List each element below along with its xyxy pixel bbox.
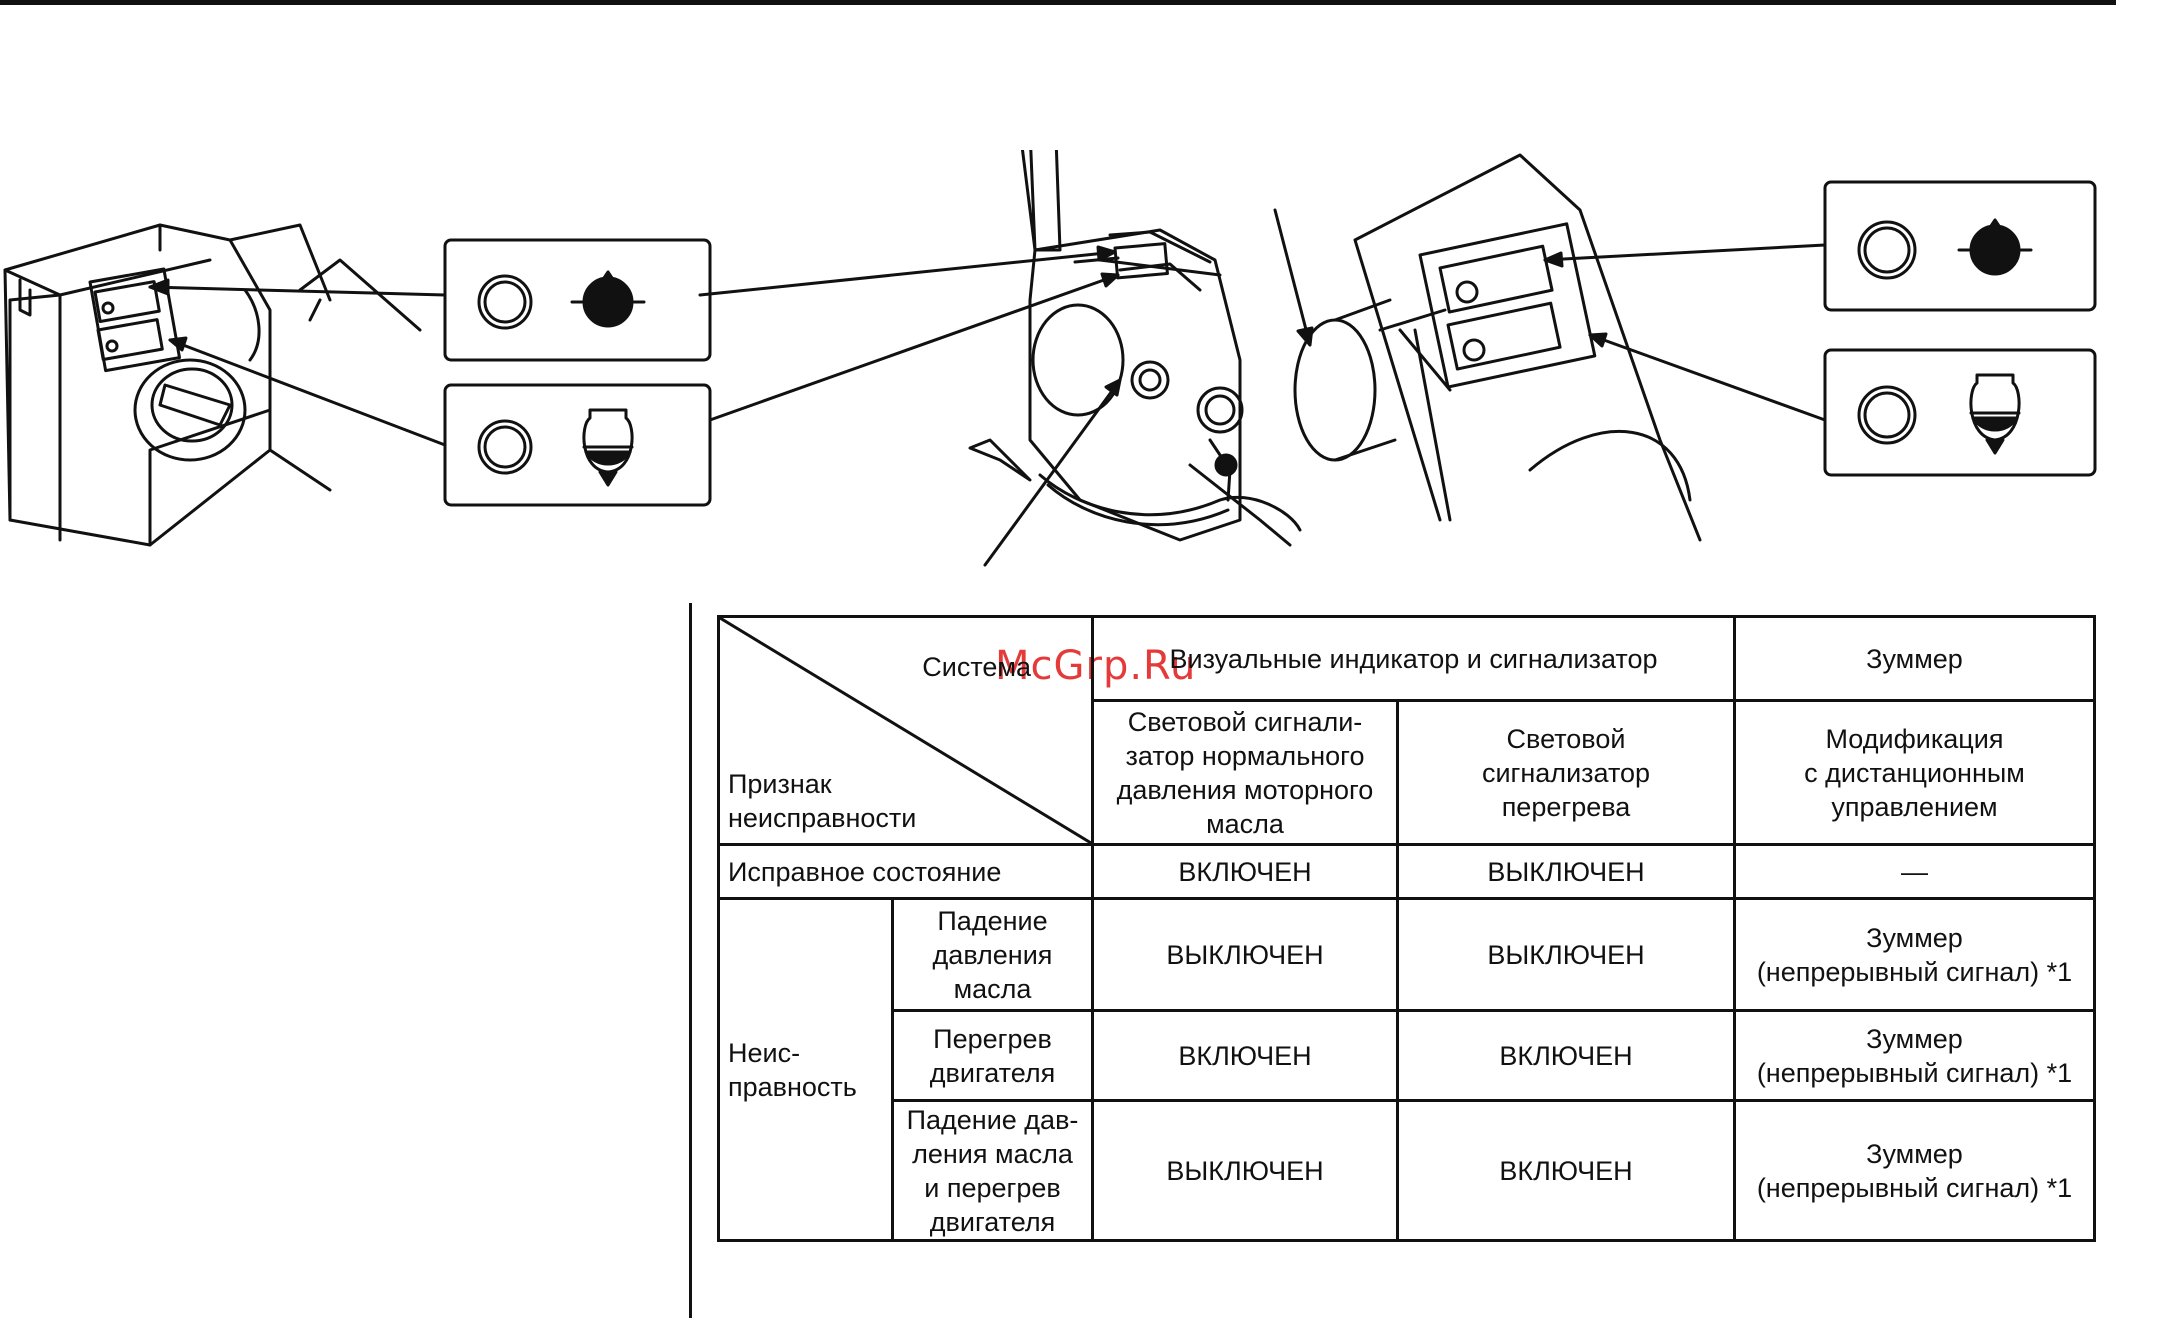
normal-label: Исправное состояние	[717, 843, 1094, 900]
system-label: Система	[922, 652, 1031, 682]
fault-overheat-oil: ВКЛЮЧЕН	[1091, 1009, 1399, 1102]
fault-oil-pressure-overheat: ВЫКЛЮЧЕН	[1396, 897, 1736, 1012]
indicator-illustration	[3, 150, 2097, 567]
normal-row: Исправное состояние ВКЛЮЧЕН ВЫКЛЮЧЕН —	[717, 843, 2096, 900]
diagonal-header-cell: Система Признак неисправности	[717, 615, 1094, 846]
fault-both-overheat: ВКЛЮЧЕН	[1396, 1099, 1736, 1242]
console-panel-drawing	[1273, 153, 1702, 542]
fault-row-overheat: Перегрев двигателя ВКЛЮЧЕН ВКЛЮЧЕН Зумме…	[719, 1009, 2096, 1102]
fault-row-oil-pressure: Неис- правность Падение давления масла В…	[717, 897, 2096, 1242]
warning-status-table: Система Признак неисправности Визуальные…	[717, 615, 2096, 1242]
oil-lamp-header: Световой сигнали- затор нормального давл…	[1091, 699, 1399, 846]
header-row-2: Световой сигнали- затор нормального давл…	[719, 699, 2096, 846]
overheat-lamp-header: Световой сигнализатор перегрева	[1396, 699, 1736, 846]
remote-header: Модификация с дистанционным управлением	[1733, 699, 2096, 846]
visual-indicator-header: Визуальные индикатор и сигнализатор	[1091, 615, 1736, 702]
tiller-panel-drawing	[3, 223, 422, 547]
normal-oil: ВКЛЮЧЕН	[1091, 843, 1399, 900]
column-divider	[689, 603, 692, 1318]
fault-both-buzzer: Зуммер (непрерывный сигнал) *1	[1733, 1099, 2096, 1242]
normal-buzzer: —	[1733, 843, 2096, 900]
fault-oil-pressure-buzzer: Зуммер (непрерывный сигнал) *1	[1733, 897, 2096, 1012]
fault-label-both: Падение дав- ления масла и перегрев двиг…	[891, 1099, 1094, 1242]
fault-label: Неис- правность	[717, 897, 894, 1242]
top-rule	[0, 0, 2116, 5]
fault-overheat-buzzer: Зуммер (непрерывный сигнал) *1	[1733, 1009, 2096, 1102]
fault-label-overheat: Перегрев двигателя	[891, 1009, 1094, 1102]
right-callout-boxes	[1543, 180, 2097, 477]
fault-row-both: Падение дав- ления масла и перегрев двиг…	[719, 1099, 2096, 1242]
fault-label-oil-pressure: Падение давления масла	[891, 897, 1094, 1012]
normal-overheat: ВЫКЛЮЧЕН	[1396, 843, 1736, 900]
fault-oil-pressure-oil: ВЫКЛЮЧЕН	[1091, 897, 1399, 1012]
fault-both-oil: ВЫКЛЮЧЕН	[1091, 1099, 1399, 1242]
symptom-label: Признак неисправности	[728, 769, 917, 833]
buzzer-header: Зуммер	[1733, 615, 2096, 702]
remote-control-drawing	[698, 150, 1302, 567]
header-row-1: Система Признак неисправности Визуальные…	[717, 615, 2096, 846]
diagonal-line	[720, 618, 1091, 843]
fault-overheat-overheat: ВКЛЮЧЕН	[1396, 1009, 1736, 1102]
left-callout-boxes	[148, 238, 712, 507]
